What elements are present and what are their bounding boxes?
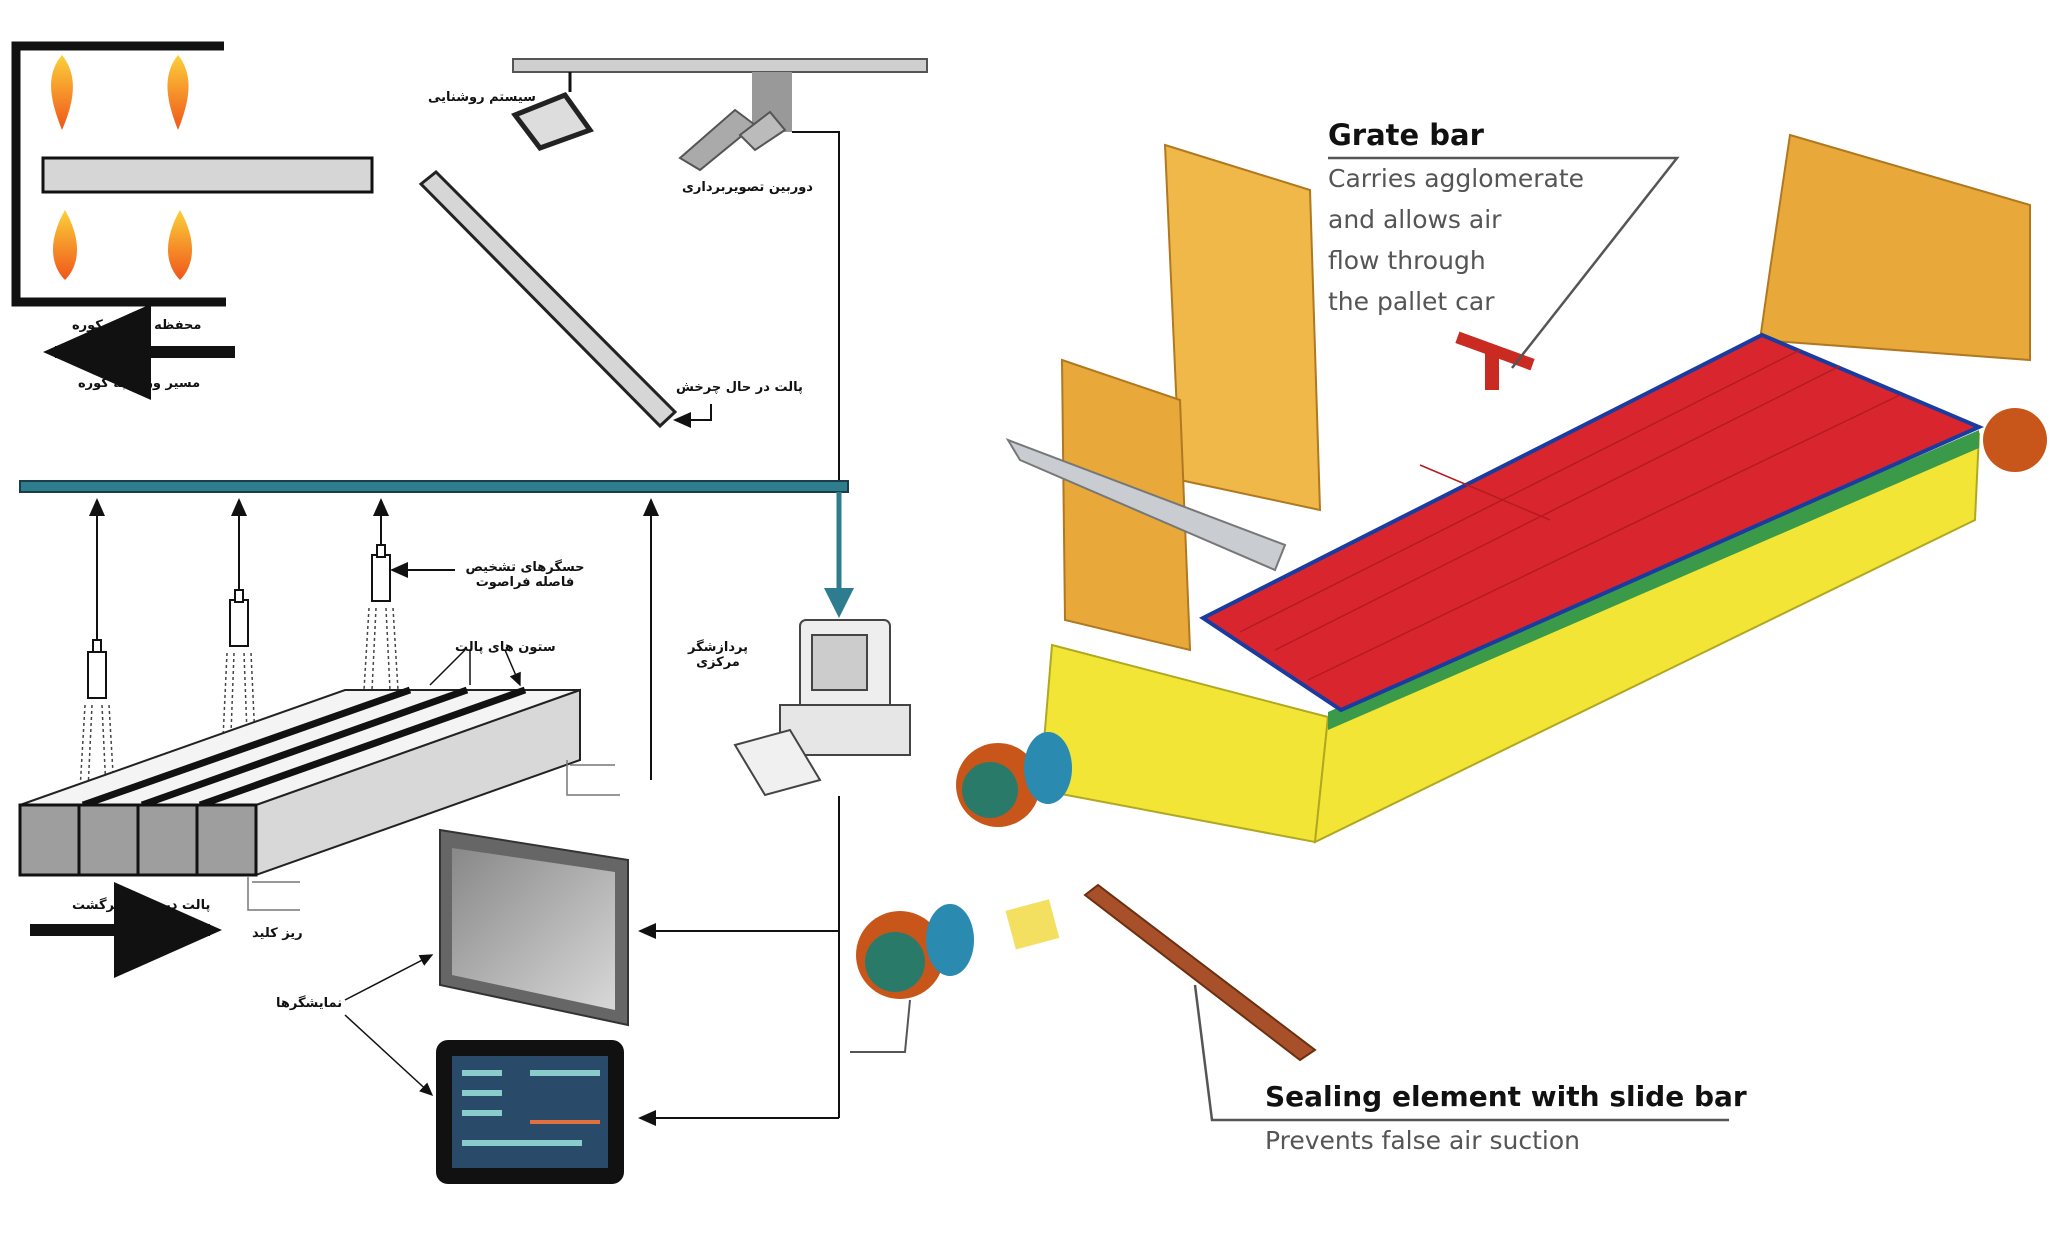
side-wall-front [1163, 143, 1322, 512]
label-imaging-camera: دوربین تصویربرداری [682, 180, 813, 195]
sonar-waves [79, 607, 399, 791]
label-pallet-return-path: پالت در مسیر برگشت [72, 898, 211, 913]
computer-icon [733, 619, 911, 797]
pallet [18, 649, 581, 877]
monitor-icon [439, 828, 629, 1027]
label-rotating-pallet: پالت در حال چرخش [676, 380, 803, 395]
aluminum-plate [1005, 438, 1287, 572]
grate-bar-desc-line: flow through [1328, 246, 1486, 275]
grate-surface [1199, 332, 1985, 713]
furnace-box [11, 41, 374, 400]
camera-icon [678, 72, 792, 172]
grate-bar-desc-line: Carries agglomerate [1328, 164, 1585, 193]
rotating-pallet [418, 169, 678, 429]
label-path-to-furnace: مسیر ورود به کوره [78, 376, 201, 391]
ultrasonic-sensor-icon [87, 498, 659, 780]
wheel-icon [856, 408, 2047, 999]
grate-bar-desc-line: the pallet car [1328, 287, 1495, 316]
pallet-car [856, 133, 2047, 1062]
grate-bar-title: Grate bar [1328, 118, 1484, 152]
sealing-element-title: Sealing element with slide bar [1265, 1080, 1747, 1113]
micro-switch-icon [247, 760, 620, 911]
side-wall-rear [1758, 133, 2031, 362]
flame-icon [51, 55, 193, 280]
grate-bar-desc-line: and allows air [1328, 205, 1502, 234]
label-lighting-system: سیستم روشنایی [428, 90, 536, 105]
label-micro-switch: ریز کلید [252, 926, 303, 941]
light-icon [511, 72, 594, 151]
ceiling-rail [512, 58, 928, 73]
label-central-processor: پردازشگر مرکزی [687, 640, 748, 670]
seal-strip [1328, 430, 1979, 730]
sealing-element-desc: Prevents false air suction [1265, 1126, 1580, 1155]
label-pallet-columns: ستون های پالت [455, 640, 556, 655]
tablet-icon [436, 1040, 624, 1184]
sealing-bar [1083, 883, 1317, 1062]
grate-bar-icon [1455, 331, 1535, 390]
data-bus [19, 480, 849, 493]
label-furnace-entry: محفظه ورودی کوره [72, 318, 202, 333]
label-displays: نمایشگرها [276, 996, 343, 1011]
label-ultrasonic-sensors: حسگرهای تشخیص فاصله فراصوت [465, 560, 585, 590]
